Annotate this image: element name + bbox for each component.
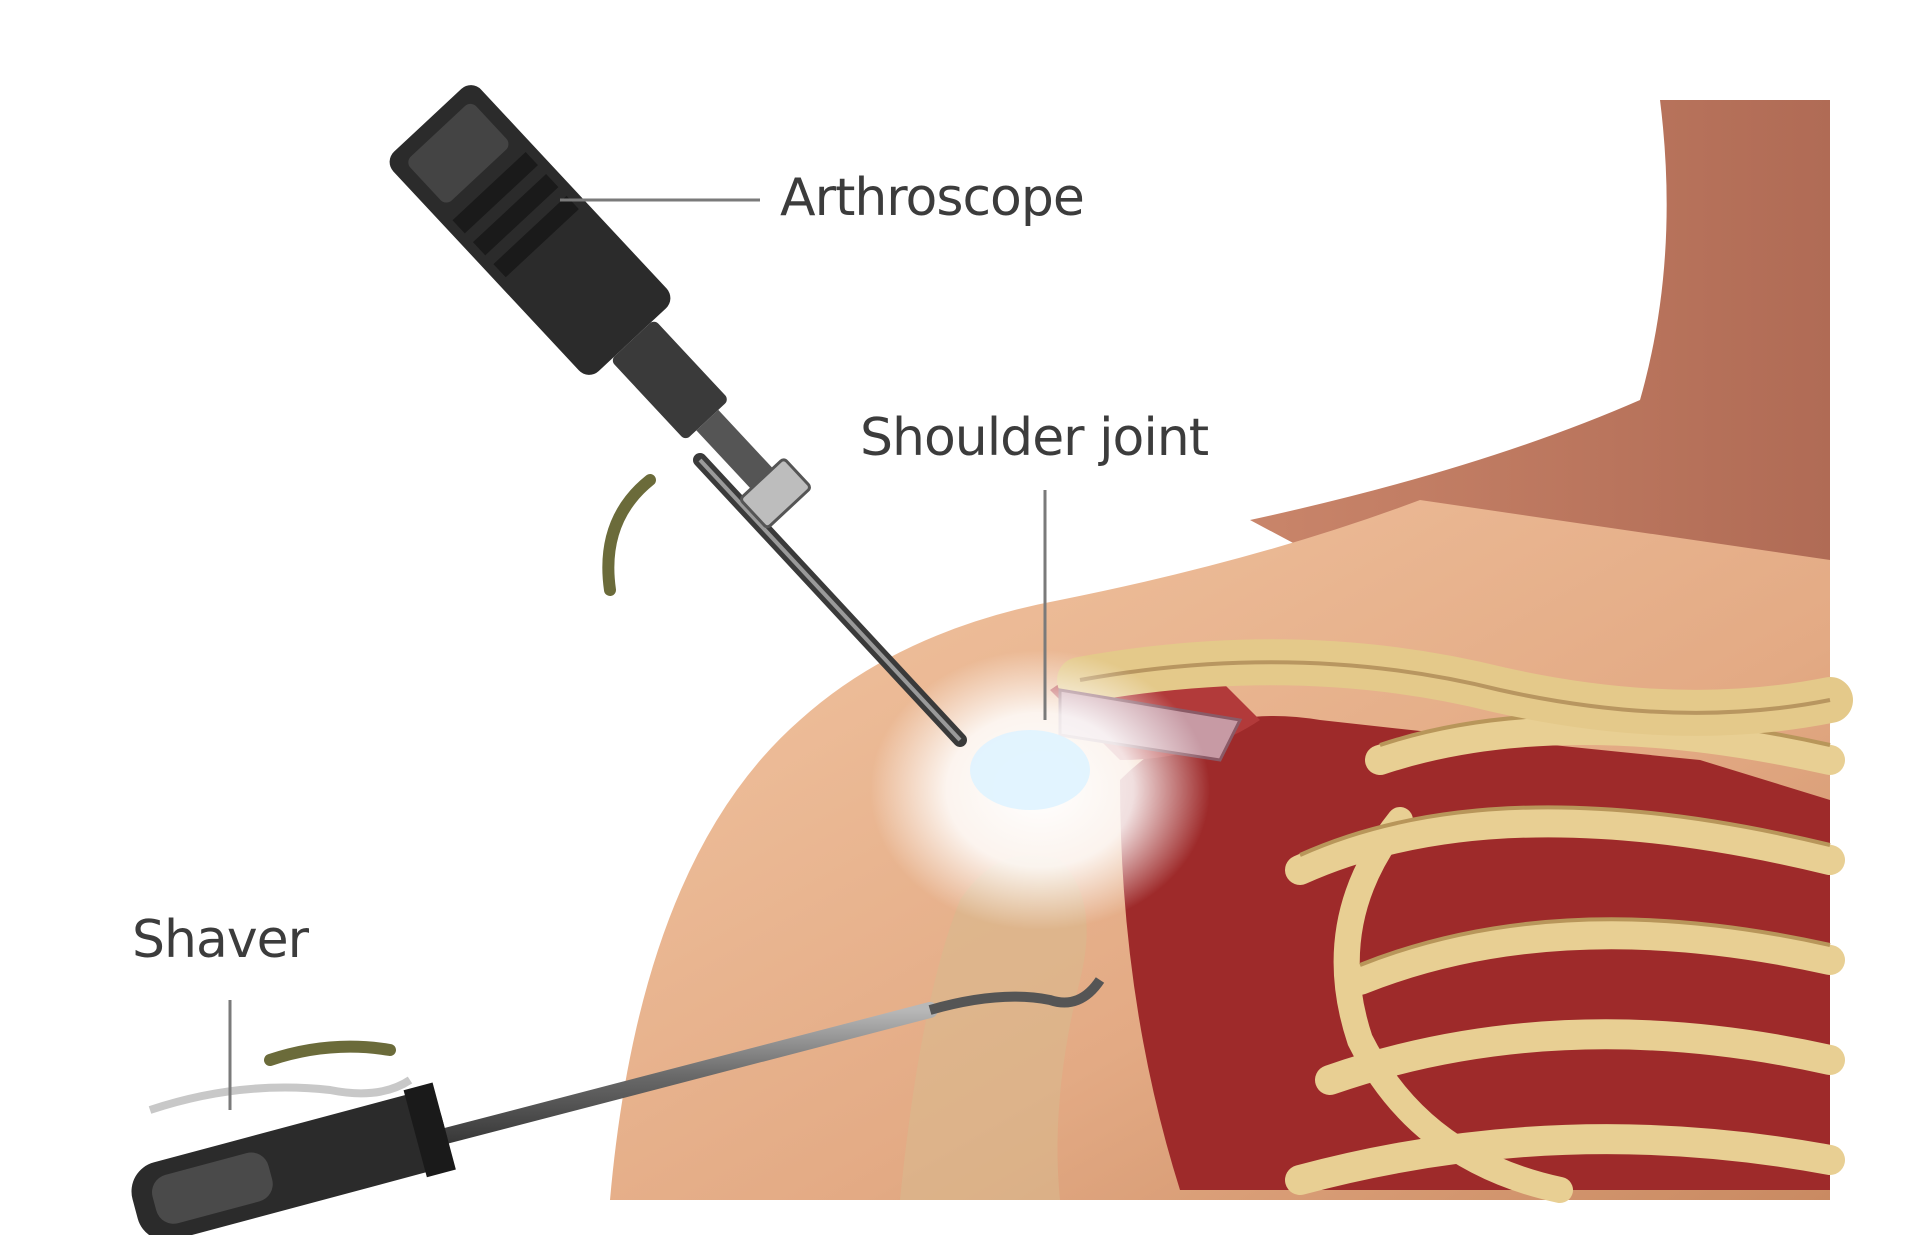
shaver-label: Shaver xyxy=(132,910,308,970)
arthroscope-label: Arthroscope xyxy=(780,168,1084,228)
shoulder-joint-label: Shoulder joint xyxy=(860,408,1208,468)
